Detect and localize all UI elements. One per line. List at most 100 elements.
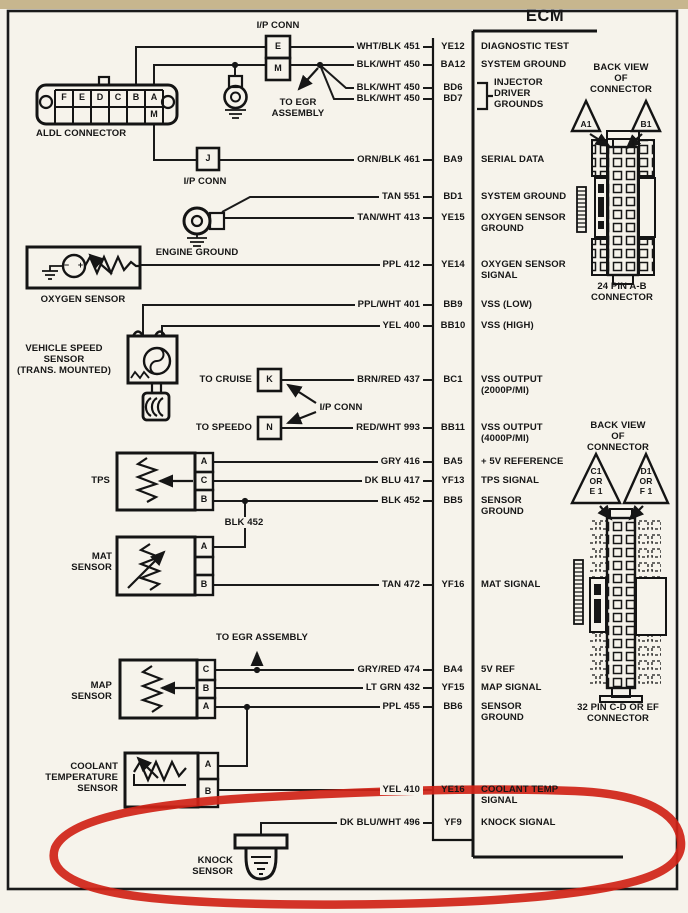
connector-32pin-icon <box>570 451 670 703</box>
wire-label: TAN 551 <box>378 191 423 202</box>
vss-icon <box>126 330 179 422</box>
function-label: VSS (HIGH) <box>481 320 534 331</box>
map-sensor-icon <box>118 658 217 720</box>
tps-pin-b: B <box>200 494 208 504</box>
pin-label: BC1 <box>443 374 463 385</box>
cruise-pin-k: K <box>266 374 273 384</box>
vss-label: VEHICLE SPEED SENSOR (TRANS. MOUNTED) <box>17 343 111 376</box>
wire-label: PPL/WHT 401 <box>354 299 423 310</box>
mat-pin-b: B <box>200 579 208 589</box>
map-pin-b: B <box>202 683 210 693</box>
aldl-pin-d: D <box>96 92 104 102</box>
wire-label: YEL 400 <box>379 320 423 331</box>
tps-pin-c: C <box>200 475 208 485</box>
ecm-title: ECM <box>525 7 565 25</box>
scan-edge-strip <box>0 0 688 9</box>
ip-conn-pin-m: M <box>274 63 282 73</box>
conn24-caption: 24 PIN A-B CONNECTOR <box>591 281 653 303</box>
aldl-pin-f: F <box>61 92 67 102</box>
function-label: VSS OUTPUT (4000P/MI) <box>481 422 543 444</box>
pin-label: BD7 <box>443 93 463 104</box>
function-label: SENSOR GROUND <box>481 701 524 723</box>
aldl-pin-m: M <box>150 109 158 119</box>
wire-label: TAN/WHT 413 <box>354 212 423 223</box>
pin-label: BB6 <box>443 701 463 712</box>
pin-label: BB10 <box>440 320 466 331</box>
ground-icon <box>223 74 248 119</box>
function-label: VSS OUTPUT (2000P/MI) <box>481 374 543 396</box>
oxygen-sensor-icon <box>25 245 142 290</box>
pin-label: BD6 <box>443 82 463 93</box>
conn32-triangle-c1e1: C1 OR E 1 <box>589 466 603 496</box>
pin-label: YF9 <box>444 817 462 828</box>
function-label: DIAGNOSTIC TEST <box>481 41 570 52</box>
oxygen-sensor-label: OXYGEN SENSOR <box>40 294 126 305</box>
wire-label: TAN 472 <box>378 579 423 590</box>
wire-label: DK BLU 417 <box>361 475 423 486</box>
aldl-pin-b: B <box>132 92 140 102</box>
mat-sensor-icon <box>115 535 215 597</box>
function-label: VSS (LOW) <box>481 299 533 310</box>
pin-label: BB5 <box>443 495 463 506</box>
wire-label: BLK/WHT 450 <box>353 59 423 70</box>
wire-label: LT GRN 432 <box>362 682 423 693</box>
coolant-pin-b: B <box>204 786 212 796</box>
to-egr-top-label: TO EGR ASSEMBLY <box>271 97 325 119</box>
pin-label: BD1 <box>443 191 463 202</box>
wire-label: BLK 452 <box>378 495 423 506</box>
pin-label: BA12 <box>440 59 466 70</box>
engine-ground-label: ENGINE GROUND <box>155 247 239 258</box>
pin-label: YF13 <box>441 475 465 486</box>
pin-label: YF16 <box>441 579 465 590</box>
function-label: SERIAL DATA <box>481 154 545 165</box>
speedo-pin-n: N <box>266 422 273 432</box>
function-label: SYSTEM GROUND <box>481 191 567 202</box>
page-frame <box>6 9 679 891</box>
wire-label: BLK/WHT 450 <box>353 82 423 93</box>
wire-label: YEL 410 <box>379 784 423 795</box>
tps-pin-a: A <box>200 456 208 466</box>
knock-sensor-icon <box>233 833 289 881</box>
pin-label: YF15 <box>441 682 465 693</box>
wire-label: PPL 412 <box>379 259 423 270</box>
function-label: OXYGEN SENSOR GROUND <box>481 212 566 234</box>
ip-conn-top-label: I/P CONN <box>256 20 300 31</box>
wire-label: GRY/RED 474 <box>354 664 423 675</box>
oxygen-plus-sign: + <box>77 260 84 270</box>
wire-label: BLK/WHT 450 <box>353 93 423 104</box>
ip-conn-pin-e: E <box>274 41 282 51</box>
ip-conn-boxes <box>195 34 292 441</box>
to-cruise-label: TO CRUISE <box>199 374 252 385</box>
wire-label: DK BLU/WHT 496 <box>336 817 423 828</box>
injector-bracket <box>477 81 493 111</box>
map-pin-c: C <box>202 664 210 674</box>
pin-label: BB11 <box>440 422 466 433</box>
wire-label: RED/WHT 993 <box>353 422 423 433</box>
ip-conn-j-label: I/P CONN <box>183 176 227 187</box>
pin-label: BB9 <box>443 299 463 310</box>
map-pin-a: A <box>202 701 210 711</box>
conn24-triangle-a1: A1 <box>580 119 592 129</box>
function-label: TPS SIGNAL <box>481 475 540 486</box>
function-label: SENSOR GROUND <box>481 495 524 517</box>
conn24-triangle-b1: B1 <box>640 119 652 129</box>
ip-conn-pin-j: J <box>205 153 211 163</box>
function-label-injector: INJECTOR DRIVER GROUNDS <box>494 77 544 110</box>
tps-label: TPS <box>91 475 110 486</box>
annotation-oval <box>49 785 686 909</box>
engine-ground-icon <box>182 206 226 247</box>
tps-icon <box>115 451 215 512</box>
function-label: SYSTEM GROUND <box>481 59 567 70</box>
aldl-connector-icon <box>35 75 179 126</box>
function-label: MAT SIGNAL <box>481 579 541 590</box>
function-label: KNOCK SIGNAL <box>481 817 556 828</box>
wire-label: BRN/RED 437 <box>354 374 423 385</box>
aldl-pin-c: C <box>114 92 122 102</box>
conn24-back-view-label: BACK VIEW OF CONNECTOR <box>590 62 652 95</box>
to-speedo-label: TO SPEEDO <box>195 422 252 433</box>
pin-label: YE16 <box>441 784 465 795</box>
conn32-back-view-label: BACK VIEW OF CONNECTOR <box>587 420 649 453</box>
coolant-sensor-label: COOLANT TEMPERATURE SENSOR <box>45 761 118 794</box>
